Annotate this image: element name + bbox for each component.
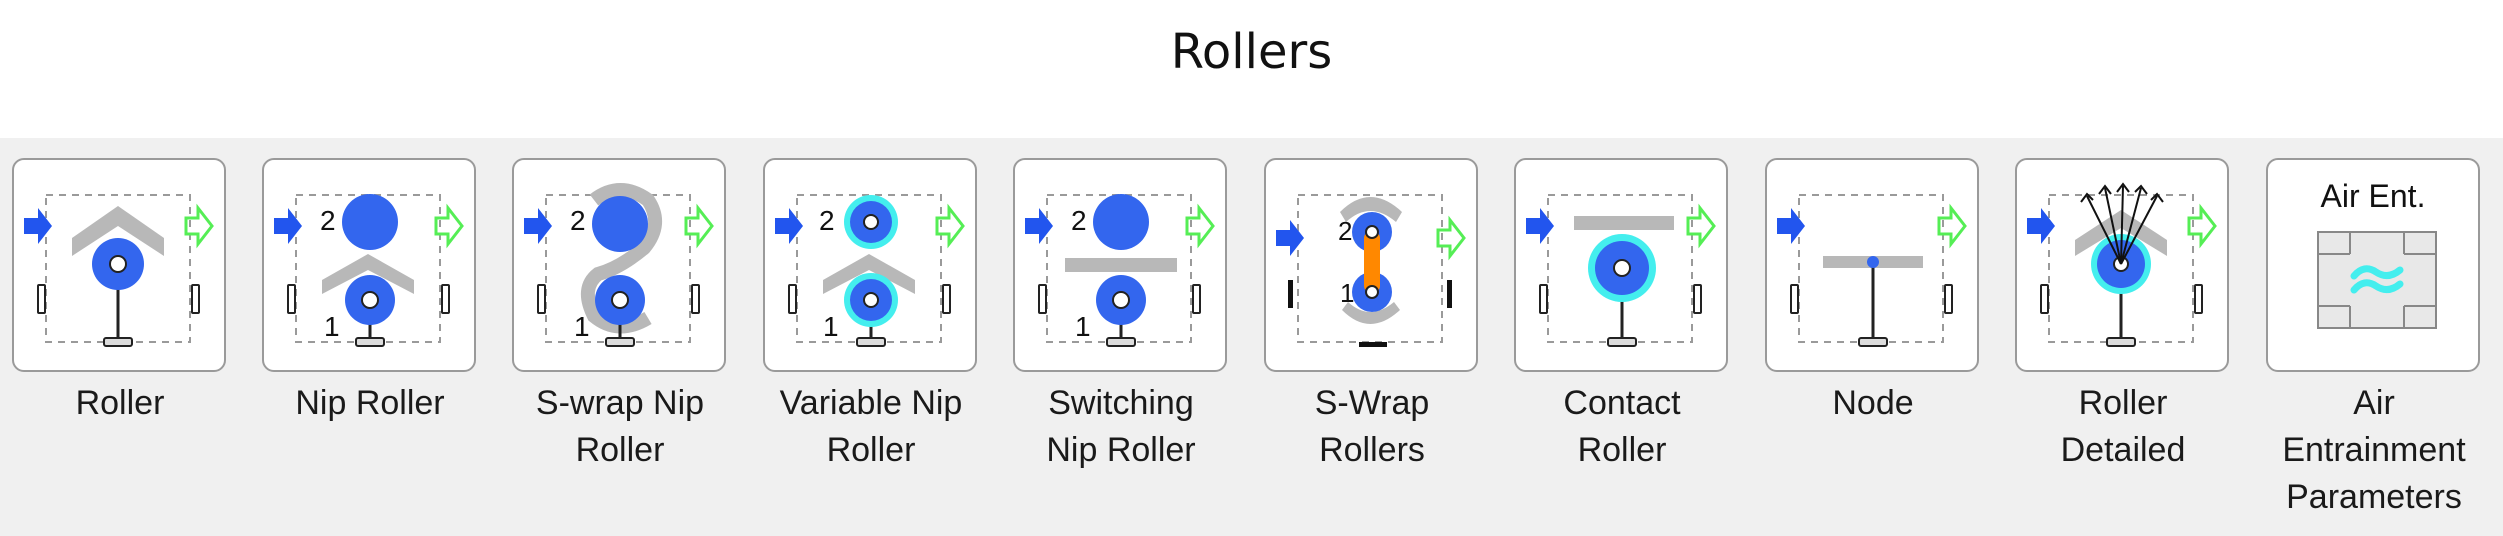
node-icon xyxy=(1777,194,1967,347)
s-wrap-rollers-tile[interactable]: 2 1 xyxy=(1264,158,1478,372)
variable-nip-roller-tile[interactable]: 2 1 xyxy=(763,158,977,372)
air-entrainment-label: Air Entrainment Parameters xyxy=(2282,384,2466,516)
s-wrap-rollers-block[interactable]: 2 1 S-Wrap Rollers xyxy=(1264,158,1480,474)
switch-bottom-number: 1 xyxy=(1075,311,1091,342)
contact-roller-label: Contact Roller xyxy=(1563,384,1681,469)
roller-block[interactable]: Roller xyxy=(12,158,228,427)
nip-roller-icon: 2 1 xyxy=(274,194,464,347)
roller-detailed-block[interactable]: Roller Detailed xyxy=(2015,158,2231,474)
air-entrainment-icon xyxy=(2317,231,2437,329)
s-wrap-nip-roller-block[interactable]: 2 1 S-wrap Nip Roller xyxy=(512,158,728,474)
nip-roller-block[interactable]: 2 1 Nip Roller xyxy=(262,158,478,427)
contact-roller-icon xyxy=(1526,194,1716,347)
variable-nip-roller-icon: 2 1 xyxy=(775,194,965,347)
s-wrap-rollers-label: S-Wrap Rollers xyxy=(1314,384,1430,469)
nip-roller-tile[interactable]: 2 1 xyxy=(262,158,476,372)
roller-tile[interactable] xyxy=(12,158,226,372)
switch-top-number: 2 xyxy=(1071,205,1087,236)
roller-icon xyxy=(24,194,214,347)
air-ent-tile-text: Air Ent. xyxy=(2320,178,2426,214)
switching-nip-roller-block[interactable]: 2 1 Switching Nip Roller xyxy=(1013,158,1229,474)
swrap-bottom-number: 1 xyxy=(1340,278,1354,308)
air-entrainment-tile[interactable]: Air Ent. xyxy=(2266,158,2480,372)
air-entrainment-block[interactable]: Air Ent. Air Entrainment Parameters xyxy=(2266,158,2482,521)
nip-bottom-number: 1 xyxy=(324,311,340,342)
title-bar: Rollers xyxy=(0,0,2503,138)
switching-nip-roller-tile[interactable]: 2 1 xyxy=(1013,158,1227,372)
nip-top-number: 2 xyxy=(320,205,336,236)
variable-nip-roller-label: Variable Nip Roller xyxy=(779,384,963,469)
varnip-top-number: 2 xyxy=(819,205,835,236)
varnip-bottom-number: 1 xyxy=(823,311,839,342)
swrap-top-number: 2 xyxy=(1338,216,1352,246)
variable-nip-roller-block[interactable]: 2 1 Variable Nip Roller xyxy=(763,158,979,474)
page-title: Rollers xyxy=(1170,24,1333,80)
roller-label: Roller xyxy=(75,384,165,422)
node-label: Node xyxy=(1832,384,1914,422)
swrap-nip-top-number: 2 xyxy=(570,205,586,236)
switching-nip-roller-label: Switching Nip Roller xyxy=(1046,384,1196,469)
node-block[interactable]: Node xyxy=(1765,158,1981,427)
s-wrap-nip-roller-icon: 2 1 xyxy=(524,183,714,347)
roller-detailed-tile[interactable] xyxy=(2015,158,2229,372)
contact-roller-block[interactable]: Contact Roller xyxy=(1514,158,1730,474)
roller-detailed-label: Roller Detailed xyxy=(2060,384,2186,469)
nip-roller-label: Nip Roller xyxy=(295,384,445,422)
block-palette: Roller 2 1 Nip Roller xyxy=(0,138,2503,536)
s-wrap-nip-roller-tile[interactable]: 2 1 xyxy=(512,158,726,372)
node-tile[interactable] xyxy=(1765,158,1979,372)
roller-detailed-icon xyxy=(2027,182,2217,347)
s-wrap-rollers-icon: 2 1 xyxy=(1276,194,1466,347)
swrap-nip-bottom-number: 1 xyxy=(574,311,590,342)
switching-nip-roller-icon: 2 1 xyxy=(1025,194,1215,347)
contact-roller-tile[interactable] xyxy=(1514,158,1728,372)
s-wrap-nip-roller-label: S-wrap Nip Roller xyxy=(535,384,705,469)
